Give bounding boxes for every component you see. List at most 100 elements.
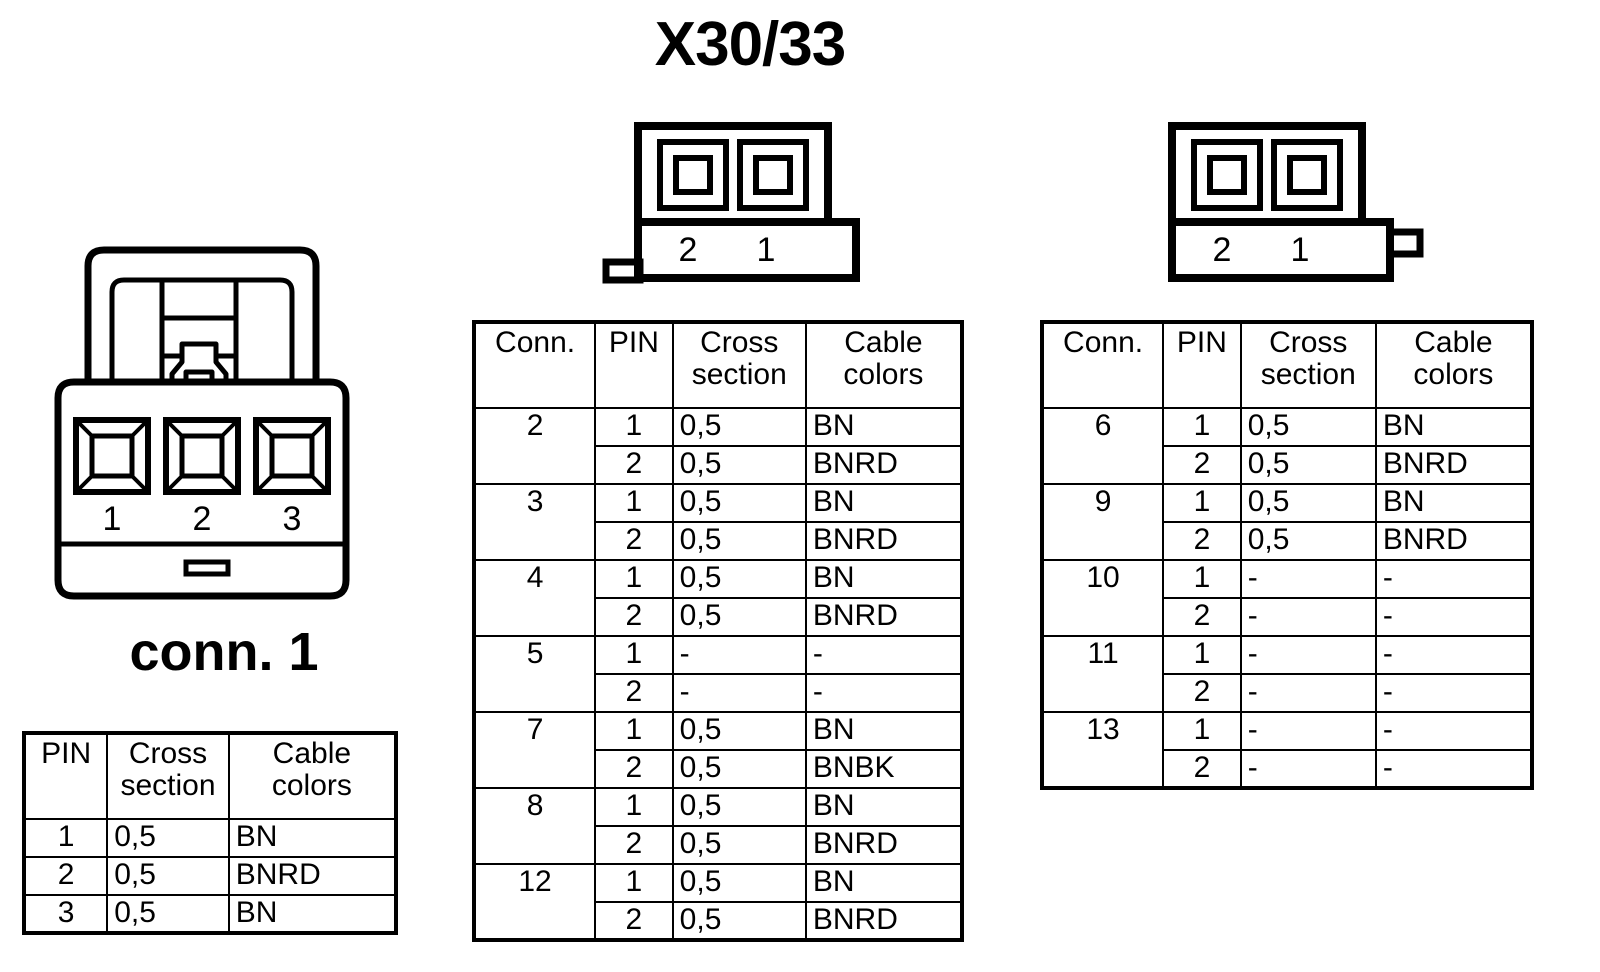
pin-socket-1 [73, 417, 151, 495]
cell-cross-section: 0,5 [671, 445, 807, 485]
cell-conn: 2 [472, 407, 597, 485]
cell-pin: 2 [594, 749, 674, 789]
cell-cross-section: 0,5 [671, 711, 807, 751]
cell-cable-colors: - [804, 635, 964, 675]
header-cross-section-line1: Cross [700, 326, 779, 359]
cell-cable-colors: BNRD [804, 597, 964, 637]
cell-cable-colors: BN [227, 894, 398, 934]
connector-1-pin-label-3: 3 [283, 500, 302, 538]
cell-cross-section: 0,5 [671, 407, 807, 447]
connector-middle-drawing: 2 1 [588, 118, 878, 288]
cell-pin: 2 [594, 825, 674, 865]
cell-pin: 3 [22, 894, 109, 934]
connector-1-caption: conn. 1 [129, 622, 319, 682]
cell-cable-colors: BN [1374, 483, 1534, 523]
cell-pin: 2 [1162, 749, 1242, 789]
connector-right-pin-label-2: 2 [1213, 231, 1232, 269]
cell-cross-section: - [671, 635, 807, 675]
cell-cable-colors: BNRD [1374, 521, 1534, 561]
connector-middle-pin-label-1: 1 [757, 231, 776, 269]
cell-cross-section: 0,5 [671, 483, 807, 523]
table-header-row: PIN Cross section Cable colors [22, 732, 398, 820]
cell-cable-colors: BNRD [804, 521, 964, 561]
header-cable-colors-line1: Cable [844, 326, 923, 359]
header-cable-colors-line2: colors [843, 358, 924, 392]
cell-cable-colors: BN [227, 818, 398, 858]
cell-cable-colors: BNBK [804, 749, 964, 789]
cell-cable-colors: - [1374, 749, 1534, 789]
cell-pin: 1 [1162, 711, 1242, 751]
cell-conn: 8 [472, 787, 597, 865]
header-cross-section: Cross section [671, 321, 807, 409]
cell-cable-colors: BN [804, 407, 964, 447]
cell-conn: 4 [472, 559, 597, 637]
connector-right-drawing: 2 1 [1150, 118, 1440, 288]
header-cable-colors: Cable colors [227, 732, 398, 820]
cell-pin: 2 [594, 445, 674, 485]
header-cross-section-line1: Cross [1269, 326, 1348, 359]
cell-pin: 1 [22, 818, 109, 858]
cell-cross-section: 0,5 [671, 749, 807, 789]
cell-cross-section: - [1239, 635, 1377, 675]
cell-cross-section: - [1239, 711, 1377, 751]
table-row: 2-- [1042, 673, 1534, 713]
cell-cross-section: - [1239, 559, 1377, 599]
cell-cross-section: 0,5 [671, 559, 807, 599]
cell-conn: 6 [1040, 407, 1165, 485]
cell-pin: 2 [1162, 673, 1242, 713]
cell-cable-colors: - [1374, 559, 1534, 599]
cell-pin: 1 [594, 635, 674, 675]
cell-conn: 10 [1040, 559, 1165, 637]
header-pin: PIN [594, 321, 674, 409]
cell-cross-section: 0,5 [106, 894, 230, 934]
table-header-row: Conn. PIN Cross section Cable colors [472, 321, 964, 409]
pin-socket-3 [253, 417, 331, 495]
cell-cross-section: 0,5 [106, 818, 230, 858]
cell-pin: 1 [594, 711, 674, 751]
header-conn: Conn. [472, 321, 597, 409]
cell-pin: 2 [594, 673, 674, 713]
cell-cable-colors: BN [804, 559, 964, 599]
cell-pin: 2 [594, 901, 674, 941]
cell-cross-section: 0,5 [671, 787, 807, 827]
cell-conn: 12 [472, 863, 597, 941]
pin-socket-2 [1191, 139, 1263, 211]
cell-cable-colors: - [1374, 711, 1534, 751]
header-cable-colors: Cable colors [804, 321, 964, 409]
header-cross-section: Cross section [106, 732, 230, 820]
cell-pin: 1 [594, 863, 674, 903]
cell-cable-colors: - [1374, 635, 1534, 675]
cell-cross-section: 0,5 [671, 863, 807, 903]
cell-cable-colors: BN [804, 483, 964, 523]
cell-pin: 2 [1162, 521, 1242, 561]
cell-pin: 1 [1162, 407, 1242, 447]
cell-cable-colors: - [804, 673, 964, 713]
cell-conn: 3 [472, 483, 597, 561]
pin-socket-1 [1271, 139, 1343, 211]
cell-cross-section: 0,5 [1239, 483, 1377, 523]
cell-pin: 2 [1162, 445, 1242, 485]
cell-cable-colors: BN [804, 711, 964, 751]
header-cross-section-line2: section [1260, 358, 1356, 392]
table-row: 2-- [1042, 597, 1534, 637]
connector-right-pin-label-1: 1 [1291, 231, 1310, 269]
